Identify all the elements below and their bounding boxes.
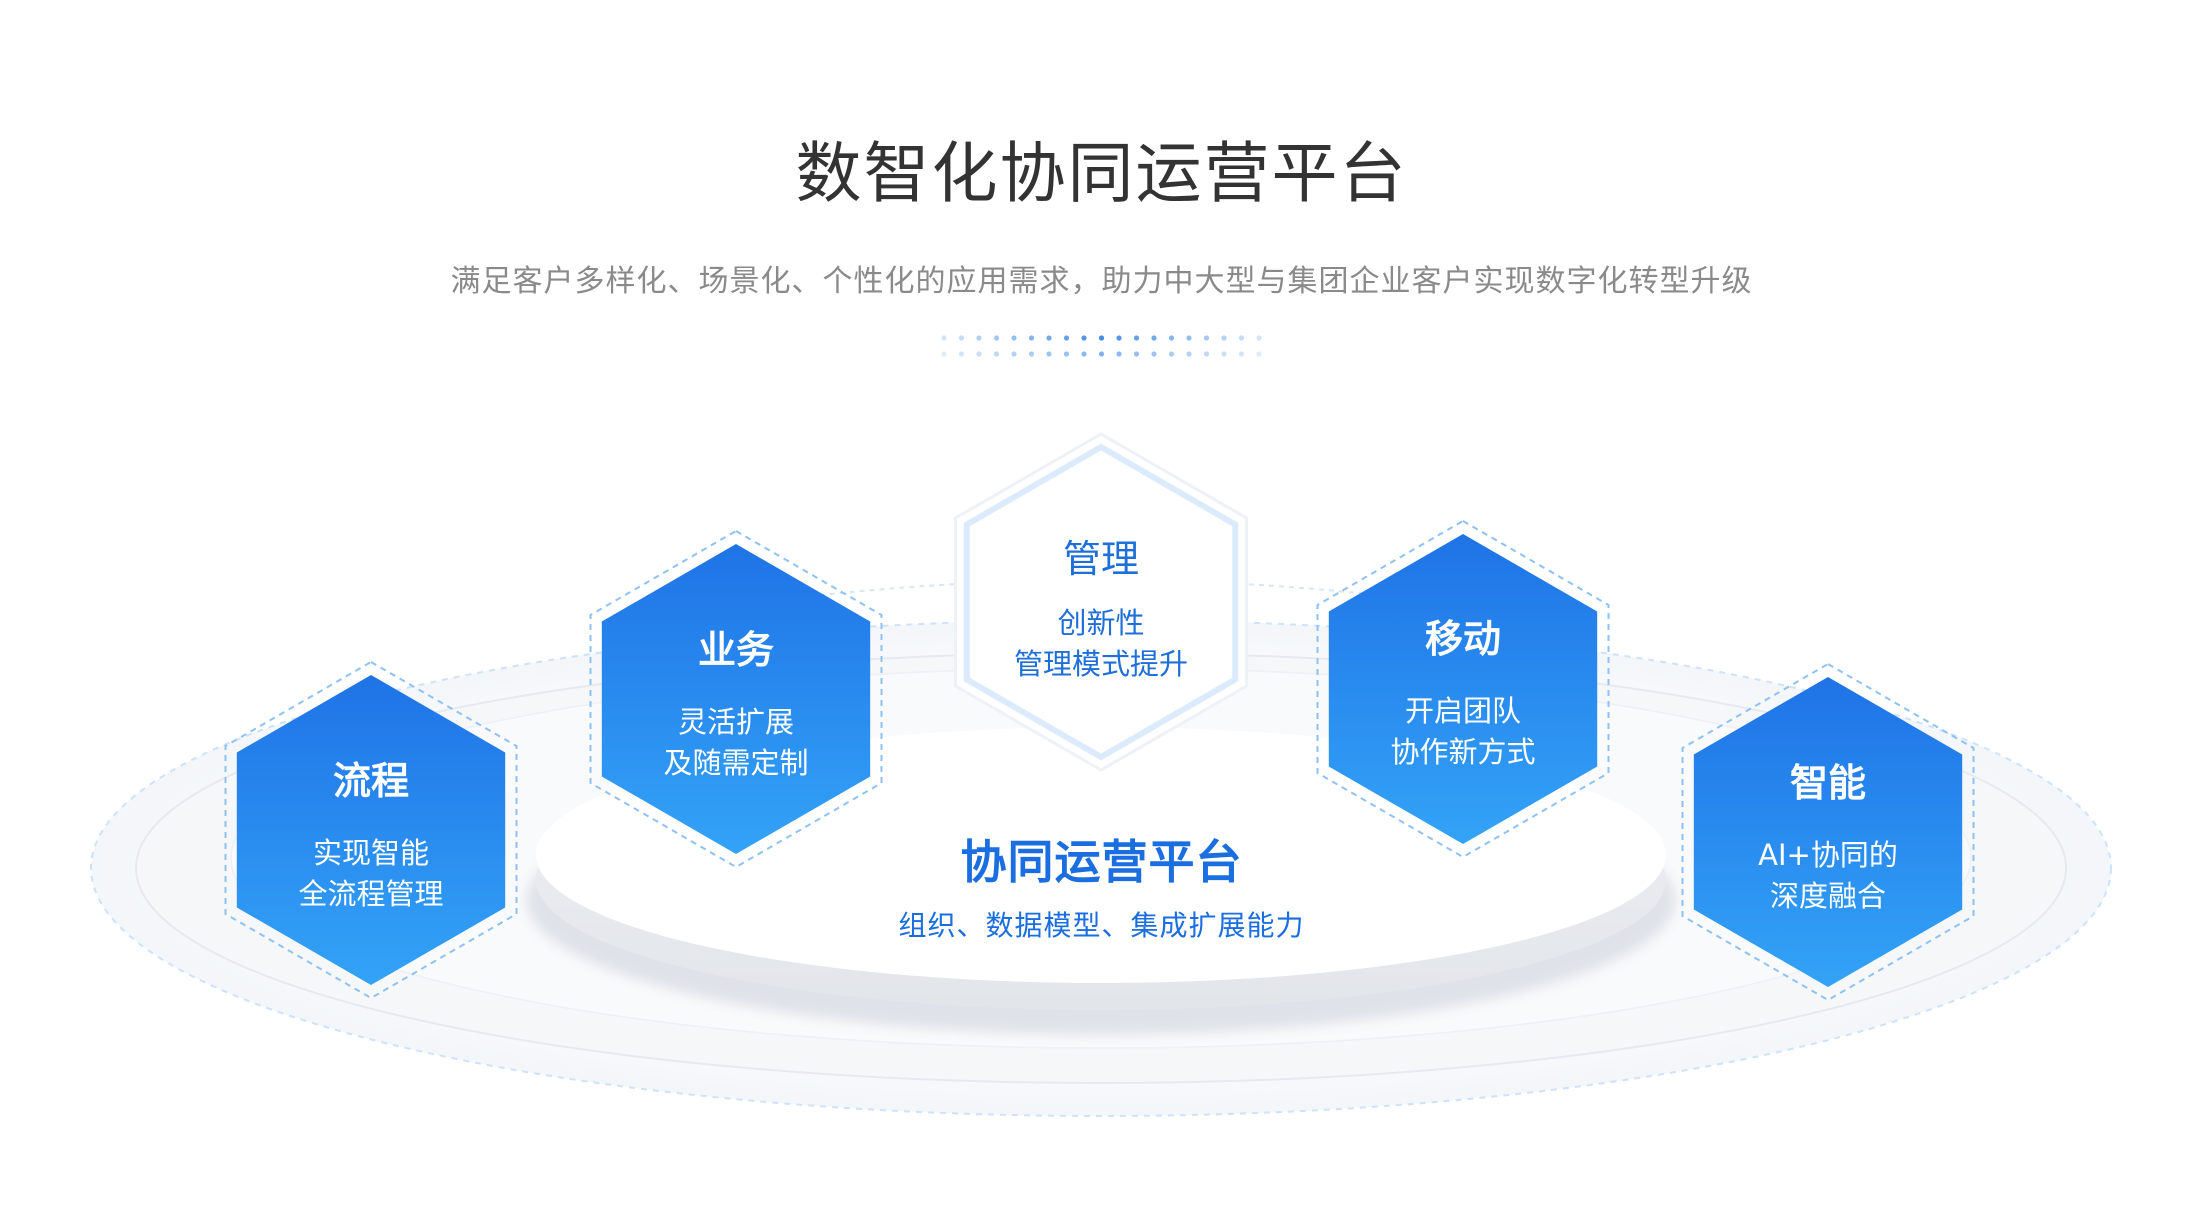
divider-dot — [1256, 351, 1262, 357]
node-business-title: 业务 — [697, 628, 774, 672]
divider-dot — [1116, 335, 1122, 341]
node-business-desc-line1: 灵活扩展 — [677, 705, 794, 739]
divider-dot — [1238, 351, 1245, 357]
divider-dot — [976, 335, 982, 341]
divider-dot — [1028, 351, 1035, 357]
divider-dot — [1011, 351, 1017, 357]
hex-process — [236, 675, 506, 985]
node-mobile-desc-line1: 开启团队 — [1404, 694, 1521, 728]
node-mobile-title: 移动 — [1424, 617, 1501, 661]
divider-dot — [1203, 351, 1210, 357]
node-process-desc: 实现智能 全流程管理 — [221, 833, 521, 915]
node-management: 管理 创新性 管理模式提升 — [951, 528, 1251, 685]
divider-dot — [1098, 351, 1105, 357]
node-intelligence-desc: AI+协同的 深度融合 — [1678, 835, 1978, 917]
hex-intelligence — [1693, 677, 1963, 987]
divider-dot — [1203, 335, 1210, 341]
node-process-title: 流程 — [332, 759, 409, 803]
divider-dot — [1046, 351, 1052, 357]
divider-dot — [941, 335, 947, 341]
hex-process-outline — [224, 660, 518, 1000]
divider-dot — [958, 335, 965, 341]
node-intelligence-title: 智能 — [1789, 761, 1866, 805]
node-management-title: 管理 — [1062, 537, 1139, 581]
page-title: 数智化协同运营平台 — [795, 135, 1408, 212]
hex-business-outline — [589, 529, 883, 869]
node-process-desc-line2: 全流程管理 — [298, 877, 444, 911]
node-management-desc: 创新性 管理模式提升 — [951, 603, 1251, 685]
divider-dot — [1011, 335, 1017, 341]
divider-dot — [1133, 335, 1140, 341]
node-intelligence-desc-line1: AI+协同的 — [1758, 838, 1898, 872]
node-management-desc-line2: 管理模式提升 — [1013, 647, 1188, 681]
node-intelligence: 智能 AI+协同的 深度融合 — [1678, 752, 1978, 917]
divider-dot — [1116, 351, 1122, 357]
divider-dot — [1238, 335, 1245, 341]
divider-dot — [1028, 335, 1035, 341]
divider-dot — [1168, 351, 1175, 357]
divider-dot — [1221, 351, 1227, 357]
divider-dot — [1063, 351, 1070, 357]
node-business: 业务 灵活扩展 及随需定制 — [586, 619, 886, 784]
divider-dot — [976, 351, 982, 357]
divider-dot — [1186, 351, 1192, 357]
node-business-desc: 灵活扩展 及随需定制 — [586, 702, 886, 784]
page-subtitle: 满足客户多样化、场景化、个性化的应用需求，助力中大型与集团企业客户实现数字化转型… — [450, 264, 1753, 299]
divider-dot — [1221, 335, 1227, 341]
hex-mobile — [1328, 534, 1598, 844]
node-business-desc-line2: 及随需定制 — [663, 746, 809, 780]
node-mobile: 移动 开启团队 协作新方式 — [1313, 608, 1613, 773]
divider-dot — [1063, 335, 1070, 341]
node-intelligence-desc-line2: 深度融合 — [1769, 879, 1886, 913]
divider-dot — [958, 351, 965, 357]
node-mobile-desc-line2: 协作新方式 — [1390, 735, 1536, 769]
divider-dot — [1256, 335, 1262, 341]
hex-business — [601, 544, 871, 854]
center-platform-title: 协同运营平台 — [960, 835, 1243, 889]
hex-mobile-outline — [1316, 519, 1610, 859]
divider-dot — [1151, 335, 1157, 341]
node-mobile-desc: 开启团队 协作新方式 — [1313, 691, 1613, 773]
divider-dot — [1081, 335, 1087, 341]
divider-dot — [1081, 351, 1087, 357]
divider-dot — [1168, 335, 1175, 341]
divider-dot — [993, 351, 1000, 357]
divider-dot — [993, 335, 1000, 341]
hex-management — [963, 443, 1239, 761]
hex-intelligence-outline — [1681, 662, 1975, 1002]
divider-dot — [1186, 335, 1192, 341]
divider-dot — [1046, 335, 1052, 341]
divider-dot — [1151, 351, 1157, 357]
node-process: 流程 实现智能 全流程管理 — [221, 750, 521, 915]
divider-dot — [1133, 351, 1140, 357]
node-management-desc-line1: 创新性 — [1057, 606, 1145, 640]
node-process-desc-line1: 实现智能 — [312, 836, 429, 870]
dot-divider — [941, 335, 1262, 357]
center-platform-description: 组织、数据模型、集成扩展能力 — [898, 909, 1305, 942]
divider-dot — [941, 351, 947, 357]
divider-dot — [1098, 335, 1105, 341]
